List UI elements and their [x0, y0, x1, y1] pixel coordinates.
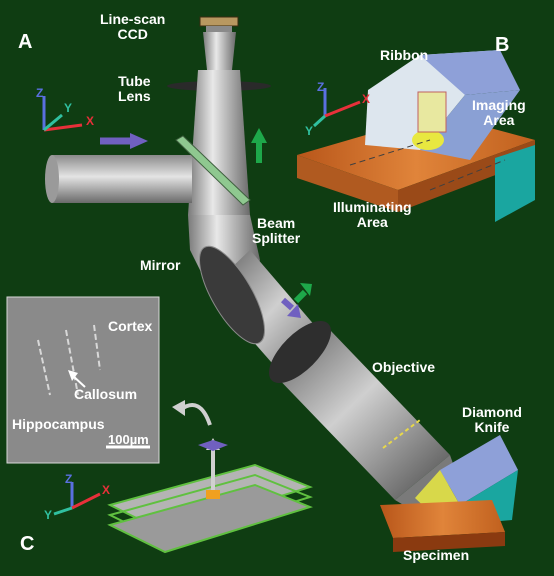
axes-top-left — [42, 96, 83, 132]
panel-b-illustration — [297, 50, 535, 222]
label-beam-splitter: Beam Splitter — [252, 215, 301, 246]
inset-label-callosum: Callosum — [74, 386, 138, 402]
axis-label-y-a: Y — [64, 101, 73, 115]
em-inset-image — [6, 296, 160, 464]
label-mirror: Mirror — [140, 257, 181, 273]
line-scan-ccd — [199, 16, 239, 32]
axis-label-z-c: Z — [65, 472, 73, 486]
input-tube — [45, 155, 192, 203]
upper-tube — [167, 32, 271, 215]
inset-label-cortex: Cortex — [108, 318, 153, 334]
label-objective: Objective — [372, 359, 436, 375]
panel-label-a: A — [18, 31, 33, 53]
beam-splitter — [175, 135, 251, 206]
axis-label-x-a: X — [86, 114, 95, 128]
axes-panel-b — [312, 88, 361, 128]
bidirectional-arrows — [281, 283, 312, 318]
axes-panel-c — [53, 482, 101, 516]
axis-label-x-b: X — [362, 92, 371, 106]
specimen-block — [380, 500, 505, 552]
upward-signal-arrow — [251, 128, 267, 163]
label-illuminating-area: Illuminating Area — [333, 199, 412, 230]
label-specimen: Specimen — [403, 547, 470, 563]
label-tube-lens: Tube Lens — [118, 73, 151, 104]
panel-label-b: B — [495, 34, 510, 56]
input-light-arrow — [100, 133, 148, 149]
axis-label-y-b: Y — [305, 124, 314, 138]
axis-label-z-a: Z — [36, 86, 44, 100]
inset-label-hippocampus: Hippocampus — [12, 416, 105, 432]
axis-label-z-b: Z — [317, 80, 325, 94]
inset-scale-bar-label: 100µm — [108, 432, 149, 447]
axis-label-y-c: Y — [44, 508, 53, 522]
panel-label-c: C — [20, 533, 35, 555]
label-ribbon: Ribbon — [380, 47, 429, 63]
label-imaging-area: Imaging Area — [472, 97, 526, 128]
label-line-scan-ccd: Line-scan CCD — [100, 11, 166, 42]
axis-label-x-c: X — [102, 483, 111, 497]
mirror — [199, 245, 265, 345]
section-stack — [107, 400, 313, 554]
label-diamond-knife: Diamond Knife — [462, 404, 522, 435]
